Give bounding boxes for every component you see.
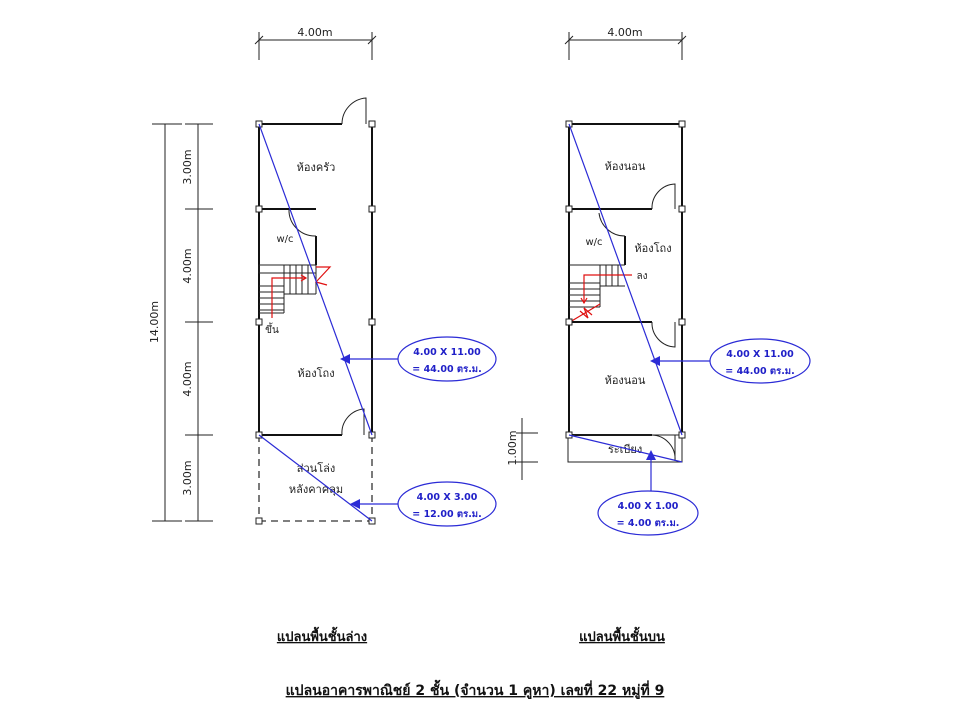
balcony-dim-label: 1.00m bbox=[506, 430, 519, 465]
ground-floor-title: แปลนพื้นชั้นล่าง bbox=[277, 626, 367, 645]
room-label-covered-roof: หลังคาคลุม bbox=[289, 483, 343, 496]
room-label-kitchen: ห้องครัว bbox=[297, 161, 336, 174]
room-label-wc: w/c bbox=[276, 234, 293, 245]
room-label-hall: ห้องโถง bbox=[297, 366, 334, 380]
segment-dim-label: 4.00m bbox=[181, 361, 194, 396]
main-title: แปลนอาคารพาณิชย์ 2 ชั้น (จำนวน 1 คูหา) เ… bbox=[286, 679, 665, 699]
area-formula: 4.00 X 1.00 bbox=[618, 501, 679, 512]
area-result: = 4.00 ตร.ม. bbox=[617, 518, 680, 529]
ground-floor-plan: 4.00m 14.00m 3.00m 4.00m 4.00m 3.00m bbox=[148, 26, 497, 645]
ground-width-dimension: 4.00m bbox=[254, 26, 377, 60]
area-formula: 4.00 X 3.00 bbox=[417, 492, 478, 503]
segment-dim-label: 4.00m bbox=[181, 248, 194, 283]
room-label-bedroom-2: ห้องนอน bbox=[605, 374, 646, 387]
upper-floor-title: แปลนพื้นชั้นบน bbox=[579, 626, 665, 645]
area-formula: 4.00 X 11.00 bbox=[413, 347, 481, 358]
area-result: = 44.00 ตร.ม. bbox=[412, 364, 481, 375]
ground-height-dimensions: 14.00m 3.00m 4.00m 4.00m 3.00m bbox=[148, 123, 213, 522]
width-dim-label: 4.00m bbox=[607, 26, 642, 39]
ground-stair bbox=[258, 264, 332, 318]
upper-walls bbox=[567, 123, 683, 463]
segment-dim-label: 3.00m bbox=[181, 149, 194, 184]
upper-stair bbox=[569, 264, 632, 323]
total-dim-label: 14.00m bbox=[148, 301, 161, 343]
upper-area-annotation-main: 4.00 X 11.00 = 44.00 ตร.ม. bbox=[568, 123, 811, 436]
ground-walls bbox=[258, 97, 373, 436]
room-label-hall: ห้องโถง bbox=[634, 241, 671, 255]
upper-width-dimension: 4.00m bbox=[564, 26, 687, 60]
ground-area-annotation-open: 4.00 X 3.00 = 12.00 ตร.ม. bbox=[258, 434, 497, 527]
upper-floor-plan: 4.00m 1.00m bbox=[506, 26, 811, 645]
segment-dim-label: 3.00m bbox=[181, 460, 194, 495]
upper-area-annotation-balcony: 4.00 X 1.00 = 4.00 ตร.ม. bbox=[568, 434, 699, 536]
stair-up-label: ขึ้น bbox=[265, 322, 279, 336]
area-formula: 4.00 X 11.00 bbox=[726, 349, 794, 360]
ground-area-annotation-main: 4.00 X 11.00 = 44.00 ตร.ม. bbox=[258, 123, 497, 436]
room-label-wc: w/c bbox=[585, 237, 602, 248]
stair-down-label: ลง bbox=[636, 271, 647, 282]
room-label-bedroom-1: ห้องนอน bbox=[605, 160, 646, 173]
width-dim-label: 4.00m bbox=[297, 26, 332, 39]
area-result: = 12.00 ตร.ม. bbox=[412, 509, 481, 520]
area-result: = 44.00 ตร.ม. bbox=[725, 366, 794, 377]
ground-open-area bbox=[258, 435, 373, 522]
upper-balcony-dimension: 1.00m bbox=[506, 418, 538, 480]
